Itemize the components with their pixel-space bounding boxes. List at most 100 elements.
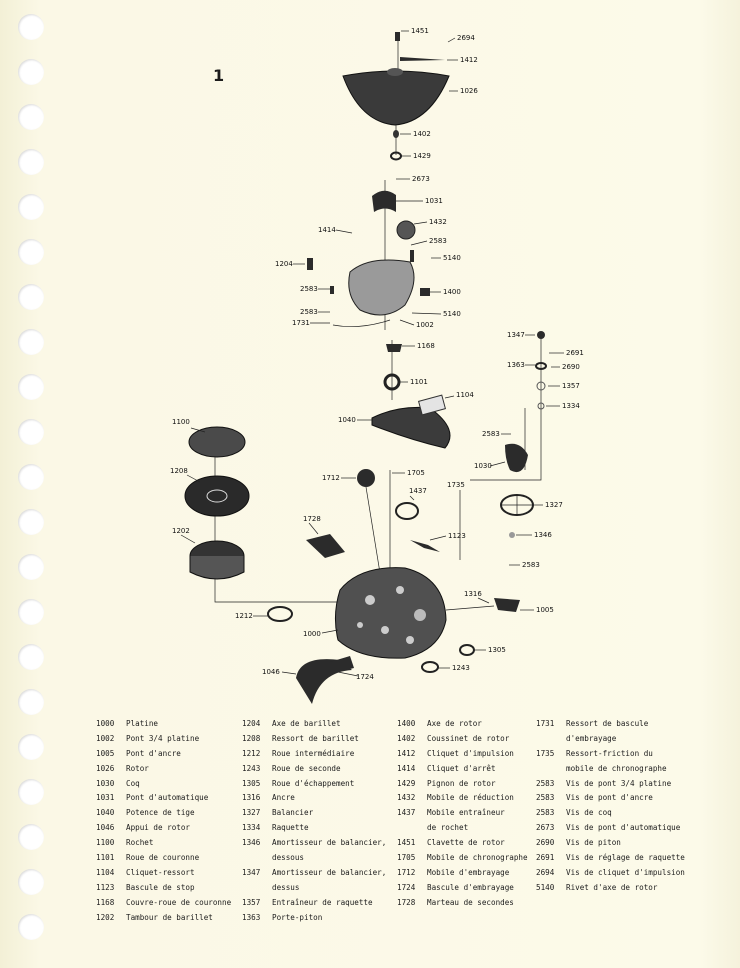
binder-hole bbox=[18, 14, 44, 40]
winding-stem-bracket-part bbox=[371, 407, 451, 449]
legend-description: Coussinet de rotor bbox=[427, 733, 510, 743]
callout-label: 1208 bbox=[170, 467, 188, 475]
legend-description: Pignon de rotor bbox=[427, 778, 496, 788]
legend-description: Amortisseur de balancier, bbox=[272, 867, 387, 877]
legend-row: 1168 Couvre-roue de couronne bbox=[96, 896, 231, 911]
legend-description: Ressort de bascule bbox=[566, 719, 649, 728]
callout-label: 1316 bbox=[464, 590, 482, 598]
callout-label: 1040 bbox=[338, 416, 356, 424]
legend-row: 1402 Coussinet de rotor bbox=[397, 732, 528, 747]
legend-row: 1412 Cliquet d'impulsion bbox=[397, 747, 528, 762]
legend-code: 1414 bbox=[397, 763, 416, 773]
rotor-part bbox=[342, 70, 450, 126]
legend-description: Porte-piton bbox=[272, 912, 323, 922]
legend-code: 1168 bbox=[96, 897, 115, 907]
legend-code: 1100 bbox=[96, 838, 115, 848]
callout-label: 2583 bbox=[522, 561, 540, 569]
binder-hole bbox=[18, 779, 44, 805]
legend-description: Vis de pont d'automatique bbox=[566, 823, 681, 833]
legend-row: 1363 Porte-piton bbox=[242, 911, 386, 926]
legend-description: Clavette de rotor bbox=[427, 838, 505, 848]
callout-label: 1305 bbox=[488, 646, 506, 654]
binder-hole bbox=[18, 554, 44, 580]
legend-description-continued: de rochet bbox=[427, 823, 469, 833]
legend-description: Potence de tige bbox=[126, 808, 195, 818]
legend-row: 1414 Cliquet d'arrêt bbox=[397, 762, 528, 777]
binder-hole bbox=[18, 329, 44, 355]
legend-code: 1363 bbox=[242, 912, 261, 922]
callout-label: 1030 bbox=[474, 462, 492, 470]
callout-label: 1327 bbox=[545, 501, 563, 509]
legend-description: Roue de couronne bbox=[126, 853, 200, 863]
impulse-pawl-part bbox=[400, 57, 445, 61]
legend-code: 1046 bbox=[96, 823, 115, 833]
callout-label: 1123 bbox=[448, 532, 466, 540]
legend-description: Marteau de secondes bbox=[427, 897, 514, 907]
binder-hole bbox=[18, 734, 44, 760]
legend-code: 1101 bbox=[96, 853, 115, 863]
callout-label: 1168 bbox=[417, 342, 435, 350]
legend-code: 1104 bbox=[96, 867, 115, 877]
binder-hole bbox=[18, 689, 44, 715]
legend-code: 2583 bbox=[536, 778, 555, 788]
callout-label: 1002 bbox=[416, 321, 434, 329]
legend-code: 1204 bbox=[242, 719, 261, 728]
page-number: 1 bbox=[213, 66, 225, 85]
legend-code: 1402 bbox=[397, 733, 416, 743]
callout-label: 1100 bbox=[172, 418, 190, 426]
callout-label: 1414 bbox=[318, 226, 336, 234]
legend-description-continued: dessus bbox=[272, 882, 300, 892]
legend-code: 1347 bbox=[242, 867, 261, 877]
main-plate-assembly bbox=[267, 567, 520, 704]
legend-code: 1005 bbox=[96, 748, 115, 758]
winding-assembly bbox=[371, 340, 451, 449]
callout-label: 2690 bbox=[562, 363, 580, 371]
legend-description: Cliquet-ressort bbox=[126, 867, 195, 877]
callout-label: 1451 bbox=[411, 27, 429, 35]
callout-label: 1437 bbox=[409, 487, 427, 495]
callout-label: 1104 bbox=[456, 391, 474, 399]
barrel-assembly bbox=[184, 426, 352, 603]
legend-code: 1316 bbox=[242, 793, 261, 803]
callout-label: 1731 bbox=[292, 319, 310, 327]
callout-label: 1429 bbox=[413, 152, 431, 160]
legend-description: Axe de rotor bbox=[427, 719, 482, 728]
callout-label: 2583 bbox=[300, 285, 318, 293]
binder-hole bbox=[18, 419, 44, 445]
callout-label: 1334 bbox=[562, 402, 580, 410]
balance-assembly bbox=[470, 331, 547, 538]
legend-code: 1412 bbox=[397, 748, 416, 758]
legend-description: Couvre-roue de couronne bbox=[126, 897, 232, 907]
legend-description: Cliquet d'impulsion bbox=[427, 748, 514, 758]
legend-description: Tambour de barillet bbox=[126, 912, 213, 922]
binder-hole bbox=[18, 824, 44, 850]
callout-label: 1357 bbox=[562, 382, 580, 390]
legend-code: 1305 bbox=[242, 778, 261, 788]
binder-hole bbox=[18, 149, 44, 175]
legend-description: Balancier bbox=[272, 808, 314, 818]
legend-code: 1208 bbox=[242, 733, 261, 743]
legend-description: Cliquet d'arrêt bbox=[427, 763, 496, 773]
legend-description: Roue intermédiaire bbox=[272, 748, 355, 758]
callout-label: 1005 bbox=[536, 606, 554, 614]
legend-description: Appui de rotor bbox=[126, 823, 191, 833]
